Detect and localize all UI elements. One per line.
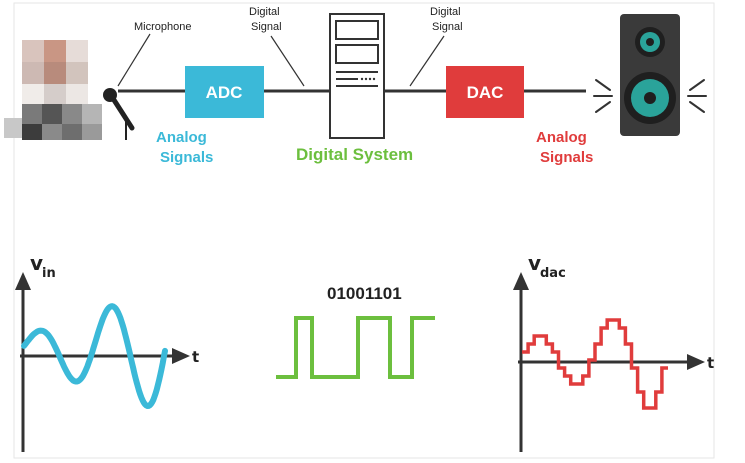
microphone-icon — [103, 88, 135, 140]
vdac-label: v — [528, 251, 541, 275]
digital-signal-left-pointer — [270, 35, 305, 87]
vdac-axes — [518, 282, 695, 452]
speaker-icon — [620, 14, 680, 136]
vin-label: v — [30, 251, 43, 275]
vin-sine-wave — [21, 303, 168, 410]
sound-waves-left — [593, 79, 613, 113]
sound-waves-right — [687, 79, 707, 113]
digital-signal-left-line2: Signal — [251, 21, 282, 33]
analog-signals-left-line2: Signals — [160, 149, 213, 166]
computer-icon — [329, 13, 385, 139]
vdac-x-arrow — [687, 354, 705, 370]
digital-signal-right-pointer — [409, 35, 445, 87]
microphone-pointer — [117, 33, 151, 87]
dac-box — [446, 66, 524, 118]
frame — [13, 2, 715, 459]
digital-square-wave — [276, 316, 435, 379]
adc-label: ADC — [206, 83, 243, 102]
dac-label: DAC — [467, 83, 504, 102]
vin-x-arrow — [172, 348, 190, 364]
digital-signal-left-line1: Digital — [249, 6, 280, 18]
adc-box — [185, 66, 264, 118]
vdac-subscript: dac — [540, 266, 566, 281]
vin-y-arrow — [15, 272, 31, 290]
vin-t-label: t — [192, 348, 199, 366]
digital-signal-right-line2: Signal — [432, 21, 463, 33]
microphone-label: Microphone — [134, 21, 191, 33]
vdac-staircase-wave — [522, 318, 668, 410]
analog-signals-left-line1: Analog — [156, 129, 207, 146]
vin-axes — [20, 282, 180, 452]
blurred-avatar — [4, 40, 102, 140]
vdac-y-arrow — [513, 272, 529, 290]
digital-signal-right-line1: Digital — [430, 6, 461, 18]
vin-subscript: in — [42, 266, 56, 281]
analog-signals-right-line1: Analog — [536, 129, 587, 146]
digital-system-label: Digital System — [296, 145, 413, 164]
vdac-t-label: t — [707, 354, 714, 372]
bit-sequence-label: 01001101 — [327, 284, 402, 303]
analog-signals-right-line2: Signals — [540, 149, 593, 166]
